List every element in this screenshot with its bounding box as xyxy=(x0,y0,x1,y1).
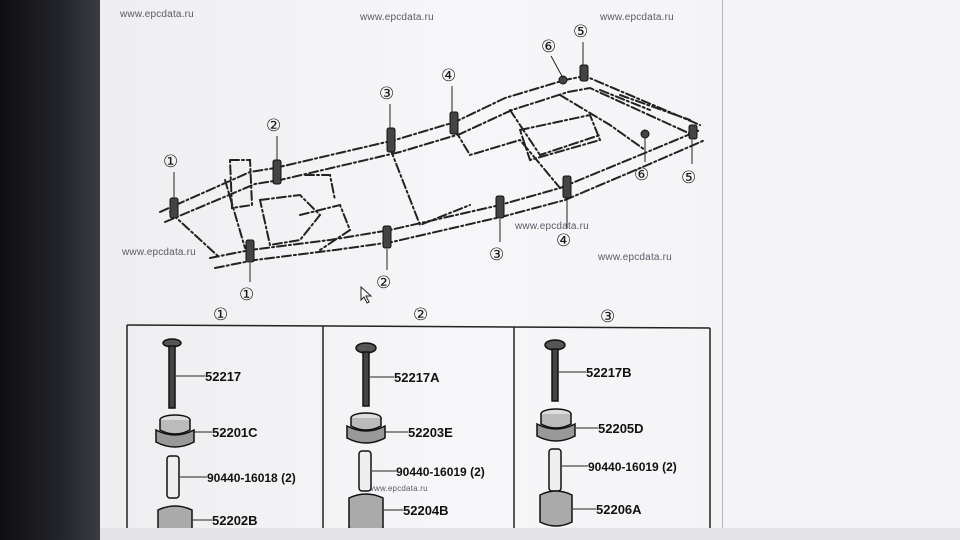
part-number: 52217 xyxy=(205,369,241,384)
part-number: 52205D xyxy=(598,421,644,436)
callout-2: ② xyxy=(376,273,391,292)
group-2-callout: ② xyxy=(413,305,428,324)
part-number: 90440-16019 (2) xyxy=(396,465,485,479)
watermark: www.epcdata.ru xyxy=(515,221,589,232)
part-number: 52206A xyxy=(596,502,642,517)
group-3-callout: ③ xyxy=(600,307,615,326)
callout-5: ⑤ xyxy=(573,22,588,41)
taskbar xyxy=(100,528,960,540)
watermark: www.epcdata.ru xyxy=(598,252,672,263)
callout-5: ⑤ xyxy=(681,168,696,187)
part-number: 52204B xyxy=(403,503,449,518)
callout-4: ④ xyxy=(556,231,571,250)
part-number: 52202B xyxy=(212,513,258,528)
callout-1: ① xyxy=(163,152,178,171)
watermark: www.epcdata.ru xyxy=(360,12,434,23)
part-number: 52201C xyxy=(212,425,258,440)
part-number: 90440-16018 (2) xyxy=(207,471,296,485)
callout-1: ① xyxy=(239,285,254,304)
parts-diagram-viewer xyxy=(112,0,723,540)
group-1-callout: ① xyxy=(213,305,228,324)
part-number: 90440-16019 (2) xyxy=(588,460,677,474)
part-number: 52217B xyxy=(586,365,632,380)
callout-3: ③ xyxy=(379,84,394,103)
monitor-bezel xyxy=(0,0,100,540)
callout-3: ③ xyxy=(489,245,504,264)
part-number: 52203E xyxy=(408,425,453,440)
callout-2: ② xyxy=(266,116,281,135)
callout-6: ⑥ xyxy=(634,165,649,184)
watermark: www.epcdata.ru xyxy=(120,9,194,20)
part-number: 52217A xyxy=(394,370,440,385)
watermark: www.epcdata.ru xyxy=(600,12,674,23)
mouse-cursor-icon xyxy=(360,286,373,304)
watermark: www.epcdata.ru xyxy=(122,247,196,258)
callout-4: ④ xyxy=(441,66,456,85)
watermark: www.epcdata.ru xyxy=(368,484,428,493)
callout-6: ⑥ xyxy=(541,37,556,56)
